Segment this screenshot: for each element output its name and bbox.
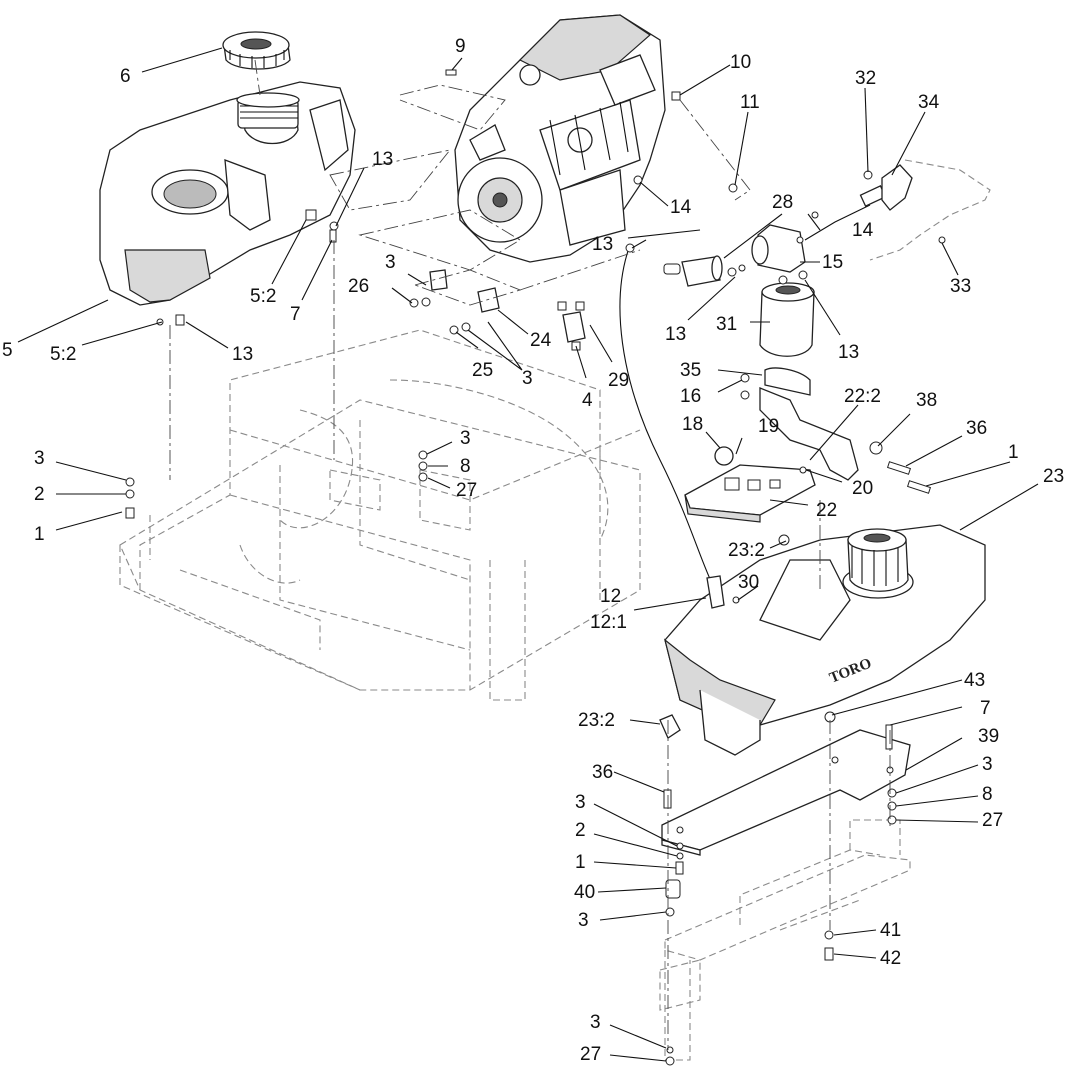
callout-42: 42 [880, 948, 901, 969]
callout-3-mount: 3 [522, 368, 533, 389]
callout-8-right: 8 [982, 784, 993, 805]
callout-5-2-lower: 5:2 [50, 344, 76, 365]
callout-7-left: 7 [290, 304, 301, 325]
callout-23: 23 [1043, 466, 1064, 487]
chassis-frame [119, 329, 641, 701]
callout-36-upper: 36 [966, 418, 987, 439]
callout-36-lower: 36 [592, 762, 613, 783]
fuel-filter [759, 282, 859, 481]
callout-34: 34 [918, 92, 940, 113]
callout-13-tank-lower: 13 [232, 344, 253, 365]
callout-5-2-upper: 5:2 [250, 286, 276, 307]
callout-41: 41 [880, 920, 901, 941]
hardware [125, 69, 932, 1066]
fuel-pump [663, 185, 887, 287]
callout-23-2-lower: 23:2 [578, 710, 615, 731]
callout-8-center: 8 [460, 456, 471, 477]
callout-12: 12 [600, 586, 621, 607]
callout-2-lower: 2 [575, 820, 586, 841]
callout-24: 24 [530, 330, 552, 351]
callout-22-2: 22:2 [844, 386, 881, 407]
callout-19: 19 [758, 416, 779, 437]
engine [454, 14, 666, 263]
callout-20: 20 [852, 478, 873, 499]
callout-29: 29 [608, 370, 629, 391]
callout-1-frame: 1 [34, 524, 45, 545]
callout-28: 28 [772, 192, 793, 213]
callout-1-upper: 1 [1008, 442, 1019, 463]
callout-39: 39 [978, 726, 999, 747]
callout-labels: 6 5 5:2 5:2 7 13 13 9 10 11 14 14 13 28 … [2, 36, 1064, 1065]
mount-clamps [429, 269, 586, 351]
bracket-top-right [863, 159, 991, 261]
callout-26: 26 [348, 276, 369, 297]
callout-7-right: 7 [980, 698, 991, 719]
center-lines [169, 59, 891, 1050]
callout-16: 16 [680, 386, 701, 407]
callout-14-pump: 14 [852, 220, 874, 241]
callout-23-2-upper: 23:2 [728, 540, 765, 561]
callout-11: 11 [740, 92, 760, 113]
callout-13-filter-left: 13 [665, 324, 686, 345]
callout-33: 33 [950, 276, 971, 297]
callout-31: 31 [716, 314, 737, 335]
fuel-tank-right: TORO [663, 524, 986, 756]
callout-27-right: 27 [982, 810, 1003, 831]
fuel-lines [619, 229, 725, 609]
callout-13-engine: 13 [592, 234, 613, 255]
callout-27-center: 27 [456, 480, 477, 501]
callout-30: 30 [738, 572, 759, 593]
callout-12-1: 12:1 [590, 612, 627, 633]
callout-15: 15 [822, 252, 843, 273]
callout-3-lower-b: 3 [578, 910, 589, 931]
tank-bracket-plate [661, 729, 911, 856]
callout-6: 6 [120, 66, 131, 87]
callout-3-center: 3 [460, 428, 471, 449]
callout-5: 5 [2, 340, 13, 361]
callout-40: 40 [574, 882, 595, 903]
callout-3-clamp: 3 [385, 252, 396, 273]
sender-plate [684, 446, 816, 523]
lower-bracket-frame [659, 819, 911, 1061]
leader-lines [17, 47, 1039, 1062]
callout-3-right: 3 [982, 754, 993, 775]
callout-18: 18 [682, 414, 703, 435]
callout-22: 22 [816, 500, 837, 521]
callout-3-lower-a: 3 [575, 792, 586, 813]
callout-9: 9 [455, 36, 466, 57]
callout-10: 10 [730, 52, 751, 73]
callout-4: 4 [582, 390, 593, 411]
callout-13-tank: 13 [372, 149, 393, 170]
callout-14-engine: 14 [670, 197, 692, 218]
callout-35: 35 [680, 360, 701, 381]
callout-38: 38 [916, 390, 937, 411]
callout-32: 32 [855, 68, 876, 89]
callout-2-frame: 2 [34, 484, 45, 505]
fuel-cap-left [222, 31, 291, 70]
callout-25: 25 [472, 360, 493, 381]
callout-27-bottom: 27 [580, 1044, 601, 1065]
callout-3-bottom: 3 [590, 1012, 601, 1033]
callout-13-filter-right: 13 [838, 342, 859, 363]
fuel-tank-left [99, 81, 356, 306]
callout-3-frame: 3 [34, 448, 45, 469]
callout-43: 43 [964, 670, 985, 691]
callout-1-lower: 1 [575, 852, 586, 873]
